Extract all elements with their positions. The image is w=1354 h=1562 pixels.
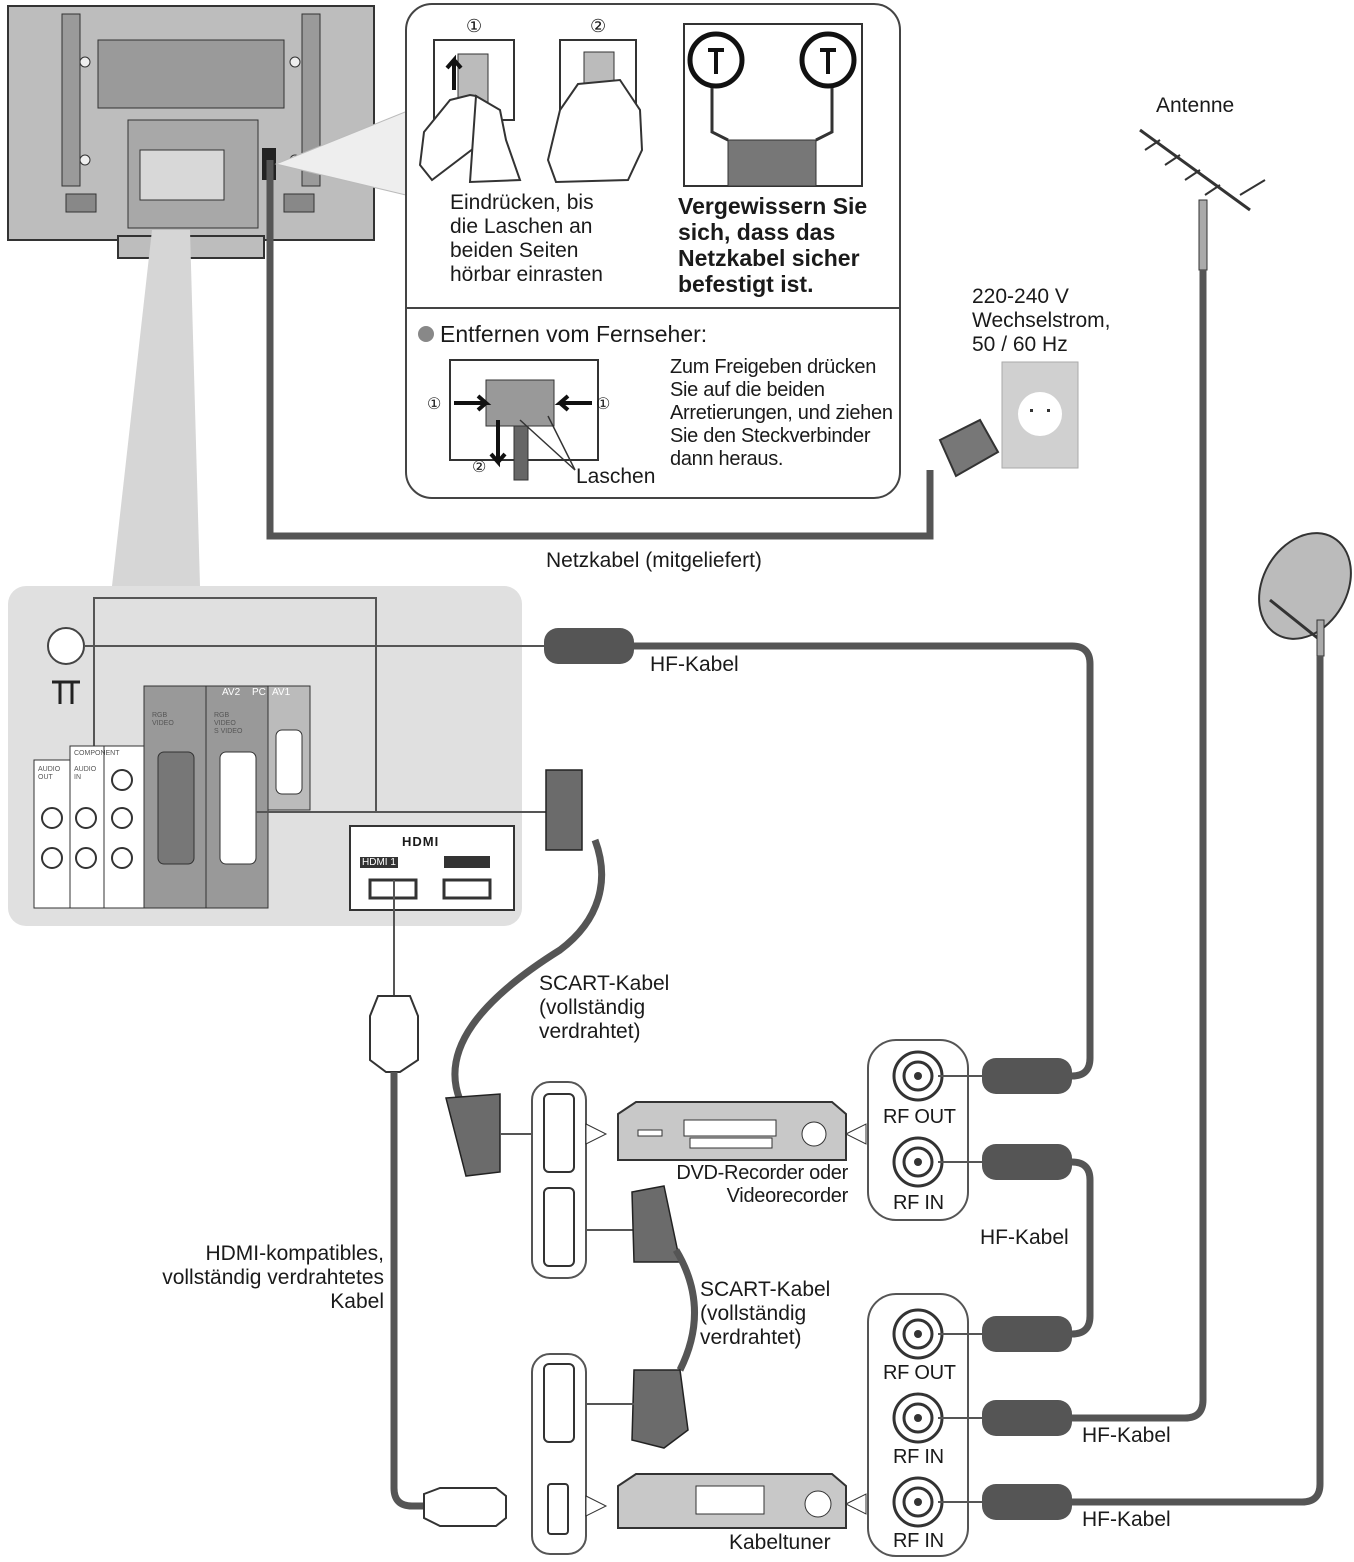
satellite-dish-icon xyxy=(1258,532,1352,657)
scart-plug-recorder xyxy=(445,1093,501,1177)
antenna-label: Antenne xyxy=(1156,94,1235,117)
recorder-scart-panel xyxy=(531,1081,608,1279)
antenna-cable xyxy=(1070,270,1207,1422)
zoom-funnel xyxy=(112,230,200,586)
tuner-label: Kabeltuner xyxy=(729,1531,831,1554)
rgb-video-label: RGB VIDEO xyxy=(152,712,174,727)
remove-title: Entfernen vom Fernseher: xyxy=(440,321,708,347)
hf-plug-rec-out xyxy=(982,1058,1072,1094)
hdmi-plug-tuner xyxy=(423,1487,507,1527)
scart-cable-label-2: SCART-Kabel (vollständig verdrahtet) xyxy=(700,1278,831,1349)
antenna-icon xyxy=(1139,128,1266,271)
remove-step-down: ② xyxy=(472,459,487,476)
component-label: COMPONENT xyxy=(74,750,120,757)
callout-step-1: ① xyxy=(466,16,483,36)
tuner-rf-panel xyxy=(867,1293,969,1557)
voltage-label: 220-240 V Wechselstrom, 50 / 60 Hz xyxy=(972,285,1111,356)
recorder-rf-in: RF IN xyxy=(893,1192,944,1214)
av2-label: AV2 xyxy=(222,687,241,698)
secure-instruction: Vergewissern Sie sich, dass das Netzkabe… xyxy=(678,193,868,297)
av1-label: AV1 xyxy=(272,687,291,698)
hf-cable-label-2: HF-Kabel xyxy=(980,1226,1069,1249)
recorder-device xyxy=(617,1101,847,1161)
socket-pin-left xyxy=(1030,409,1033,412)
scart-cable-2 xyxy=(672,1248,698,1372)
hf-cable-label-1: HF-Kabel xyxy=(650,653,739,676)
hf-cable-2 xyxy=(1071,1158,1094,1338)
scart-cable-1 xyxy=(451,838,605,1102)
dish-cable xyxy=(1070,656,1324,1506)
hdmi-cable xyxy=(390,1072,424,1510)
bullet-dot xyxy=(418,326,434,342)
recorder-rf-panel xyxy=(867,1039,969,1221)
scart-plug-tv xyxy=(545,769,583,851)
tuner-panel xyxy=(531,1353,608,1555)
hdmi-plug-tv xyxy=(369,995,419,1073)
hf-plug-tun-in1 xyxy=(982,1400,1072,1436)
hdmi-cable-label: HDMI-kompatibles, vollständig verdrahtet… xyxy=(162,1242,384,1313)
hf-plug-tv xyxy=(544,628,634,664)
hdmi1-label: HDMI 1 xyxy=(360,857,398,868)
power-plug xyxy=(938,361,1079,478)
tv-rear-view xyxy=(7,5,375,259)
remove-step-left: ① xyxy=(427,396,442,413)
hf-cable-label-3: HF-Kabel xyxy=(1082,1424,1171,1447)
callout-step-2: ② xyxy=(590,16,607,36)
power-cable-label: Netzkabel (mitgeliefert) xyxy=(546,549,762,572)
scart-cable-label-1: SCART-Kabel (vollständig verdrahtet) xyxy=(539,972,670,1043)
tuner-rf-in-2: RF IN xyxy=(893,1530,944,1552)
remove-step-right: ① xyxy=(596,396,611,413)
tuner-rf-in-1: RF IN xyxy=(893,1446,944,1468)
hf-cable-label-4: HF-Kabel xyxy=(1082,1508,1171,1531)
power-callout-box xyxy=(405,3,901,499)
recorder-label: DVD-Recorder oder Videorecorder xyxy=(676,1162,848,1207)
hf-plug-tun-in2 xyxy=(982,1484,1072,1520)
tuner-rf-out: RF OUT xyxy=(883,1362,956,1384)
insert-instruction: Eindrücken, bis die Laschen an beiden Se… xyxy=(450,191,603,286)
tuner-device xyxy=(617,1473,847,1529)
scart-plug-tuner xyxy=(631,1369,689,1449)
tv-connector-panel xyxy=(8,586,522,926)
remove-instruction: Zum Freigeben drücken Sie auf die beiden… xyxy=(670,356,893,470)
recorder-rf-out: RF OUT xyxy=(883,1106,956,1128)
hf-plug-rec-in xyxy=(982,1144,1072,1180)
tabs-label: Laschen xyxy=(576,465,656,488)
pc-label: PC xyxy=(252,687,266,698)
audio-in-label: AUDIO IN xyxy=(74,766,97,781)
socket-pin-right xyxy=(1047,409,1050,412)
audio-out-label: AUDIO OUT xyxy=(38,766,61,781)
recorder-rf-pointer xyxy=(844,1123,867,1145)
power-cable xyxy=(266,160,934,540)
hdmi-logo: HDMI xyxy=(402,834,440,849)
rgb-video-svideo-label: RGB VIDEO S VIDEO xyxy=(214,712,243,735)
hf-cable-1 xyxy=(634,642,1094,1080)
tuner-rf-pointer xyxy=(844,1493,867,1515)
hf-plug-tun-out xyxy=(982,1316,1072,1352)
